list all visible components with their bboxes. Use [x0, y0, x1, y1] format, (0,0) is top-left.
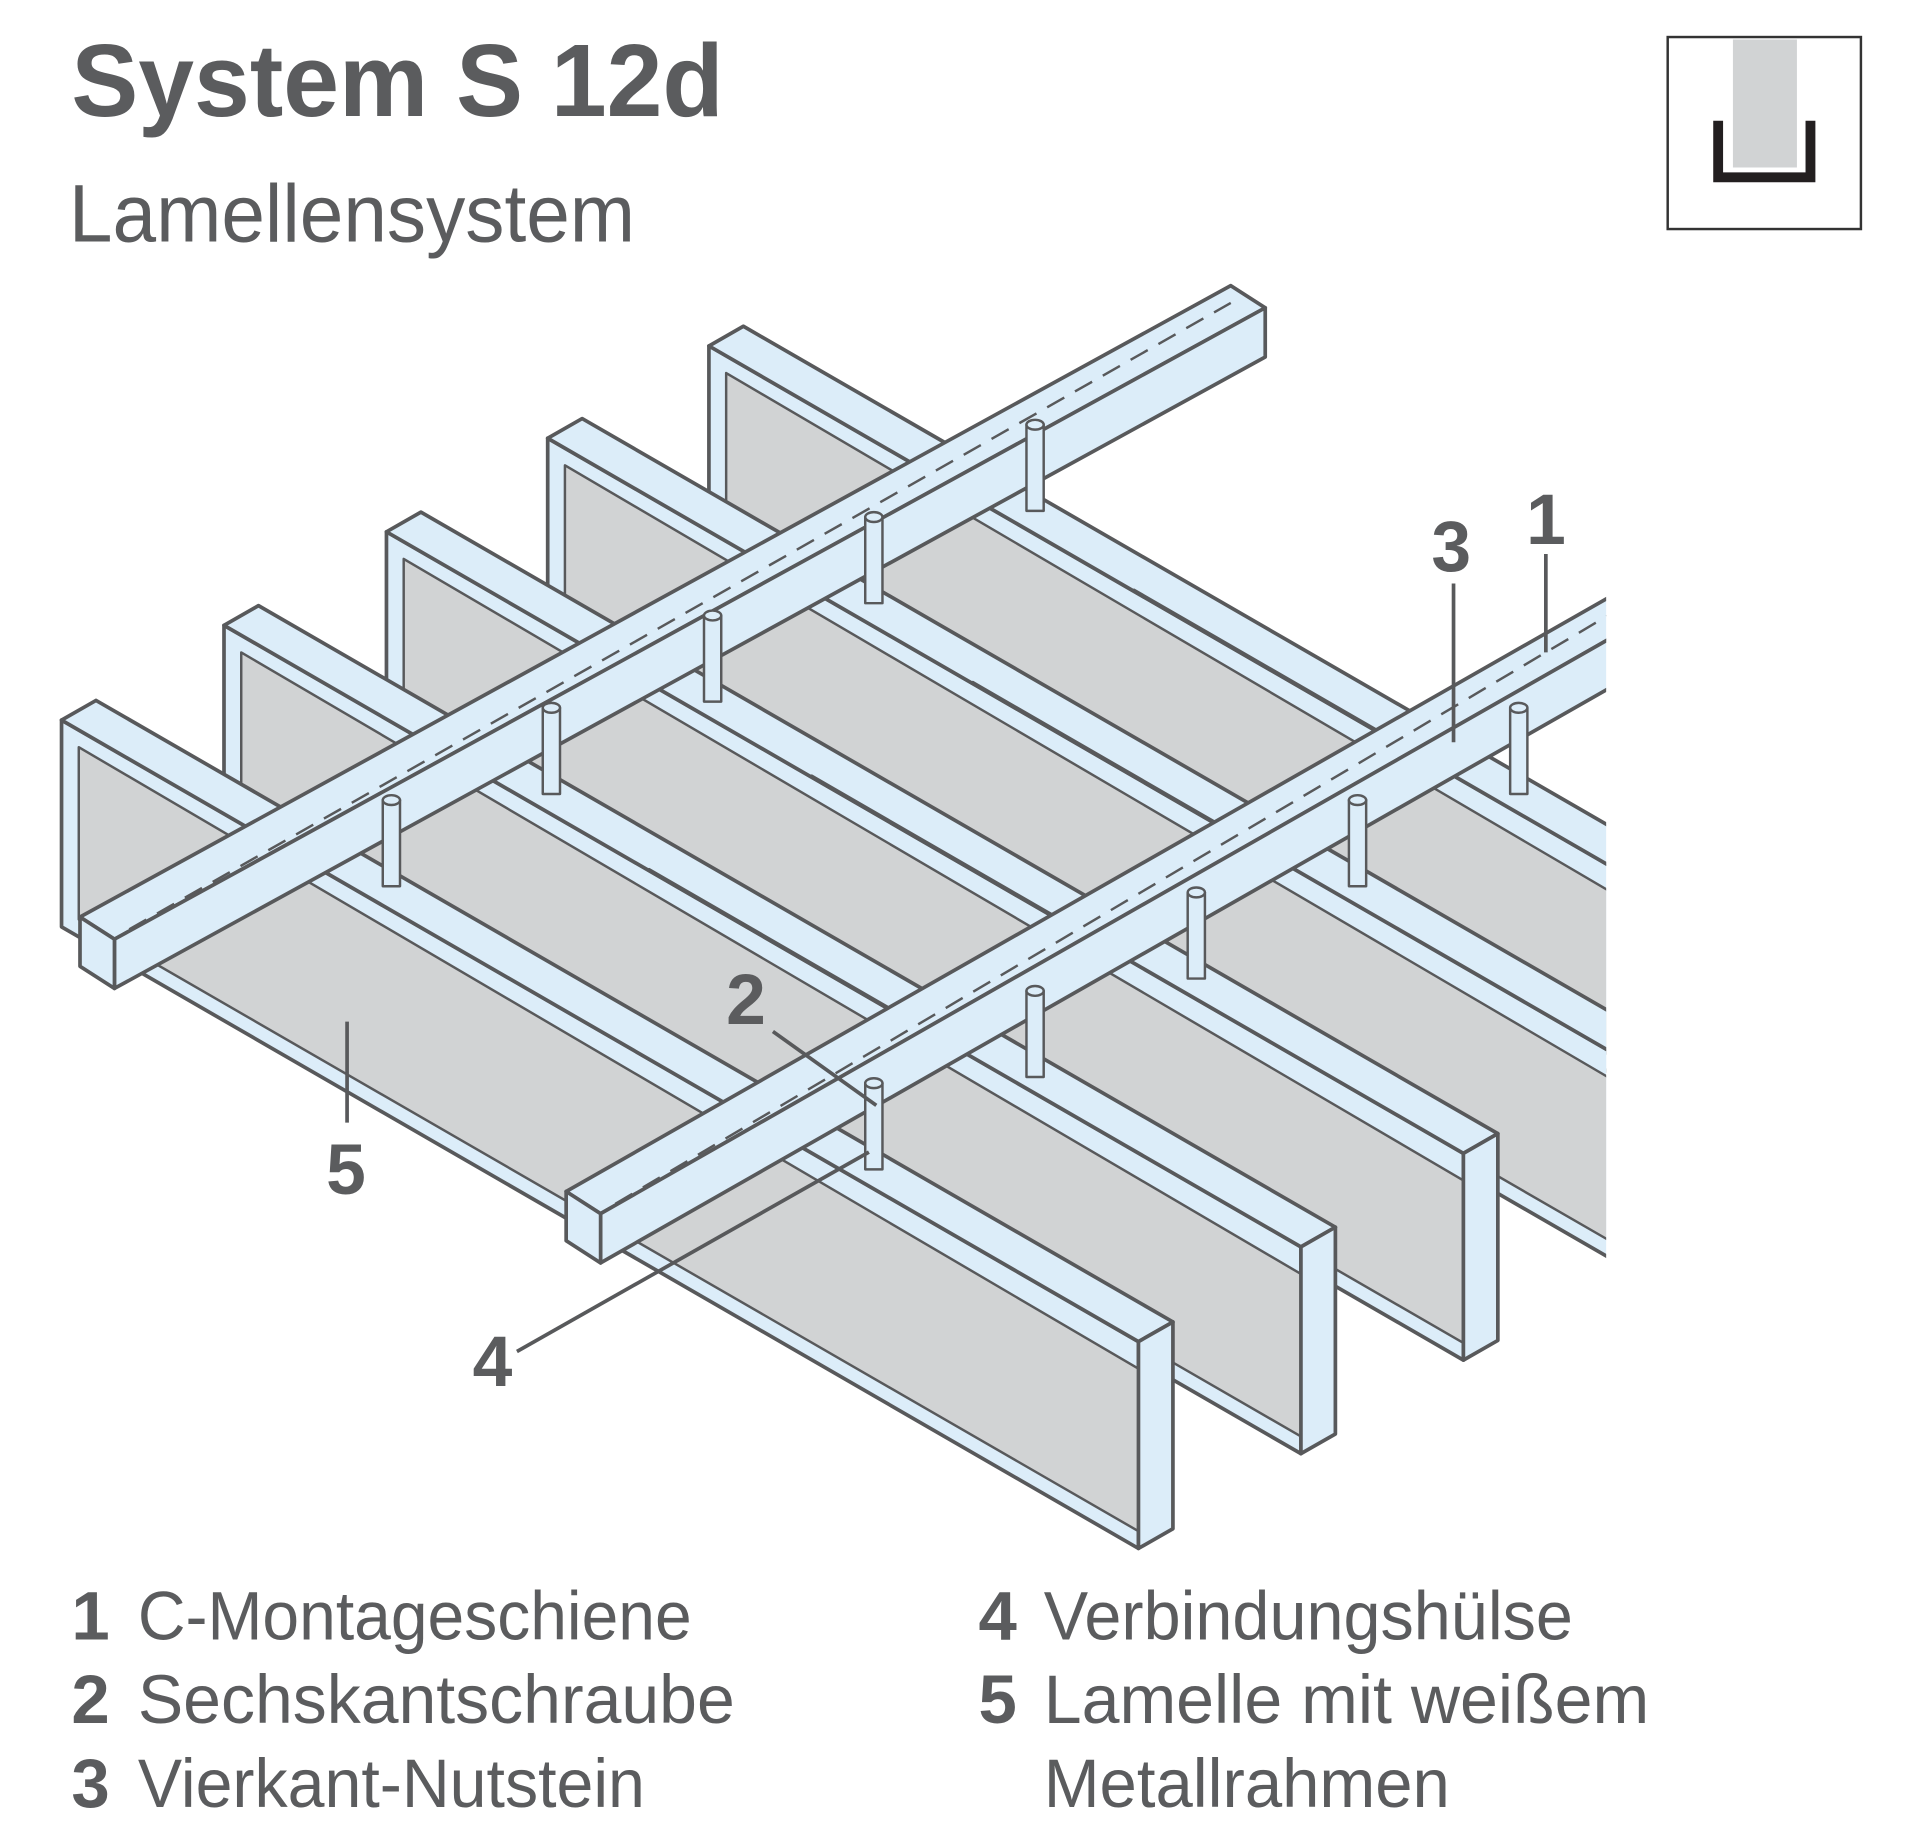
connecting-sleeve	[1347, 798, 1368, 888]
hex-screw	[702, 609, 723, 622]
hex-screw	[1508, 701, 1529, 714]
legend-num-4: 4	[978, 1577, 1016, 1654]
callout-5: 5	[326, 1130, 366, 1210]
lamella-end	[1786, 948, 1820, 1174]
legend-label-3: Vierkant-Nutstein	[138, 1745, 645, 1822]
legend-label-4: Verbindungshülse	[1044, 1577, 1573, 1654]
c-rail-left-end	[78, 915, 117, 991]
hex-screw	[1025, 418, 1045, 431]
connecting-sleeve	[1025, 423, 1045, 513]
callout-1: 1	[1526, 480, 1566, 560]
connecting-sleeve	[864, 515, 884, 605]
callout-4: 4	[473, 1322, 513, 1402]
callout-3: 3	[1431, 507, 1471, 587]
lamella-end	[1461, 1131, 1500, 1362]
lamella-end	[1136, 1320, 1175, 1551]
legend-num-2: 2	[71, 1661, 109, 1738]
page-title: System S 12d	[71, 22, 723, 138]
legend: 1 C-Montageschiene 2 Sechskantschraube 3…	[71, 1577, 1649, 1821]
hex-screw	[864, 510, 884, 524]
legend-num-1: 1	[71, 1577, 109, 1654]
hex-screw	[1025, 984, 1045, 998]
hex-screw	[864, 1077, 884, 1090]
u-profile-icon	[1666, 35, 1863, 231]
connecting-sleeve	[1025, 989, 1045, 1079]
legend-label-5: Lamelle mit weißem	[1044, 1661, 1650, 1738]
c-rail-right-hidden-edge	[614, 615, 1607, 1205]
legend-label-1: C-Montageschiene	[138, 1577, 692, 1654]
legend-label-5-line2: Metallrahmen	[1044, 1745, 1450, 1822]
legend-label-2: Sechskantschraube	[138, 1661, 735, 1738]
c-rail-right-end	[564, 1189, 603, 1265]
lamella-end	[1625, 1040, 1659, 1266]
hex-screw	[381, 793, 402, 807]
callout-lines	[345, 553, 1548, 1354]
connecting-sleeve	[864, 1081, 884, 1171]
connecting-sleeve	[541, 706, 562, 796]
connecting-sleeve	[702, 614, 723, 703]
hex-screw	[541, 701, 562, 714]
hex-screw	[1186, 886, 1207, 899]
connecting-sleeve	[1186, 891, 1207, 980]
connecting-sleeve	[381, 798, 402, 888]
c-rail-left-hidden-edge	[128, 301, 1232, 931]
callout-2: 2	[726, 960, 766, 1040]
page-subtitle: Lamellensystem	[69, 168, 635, 259]
lamella-end	[1299, 1225, 1338, 1456]
legend-num-5: 5	[978, 1661, 1016, 1738]
connecting-sleeve	[1508, 706, 1529, 796]
isometric-drawing	[59, 283, 1820, 1551]
hex-screw	[1347, 793, 1368, 807]
legend-num-3: 3	[71, 1745, 109, 1822]
